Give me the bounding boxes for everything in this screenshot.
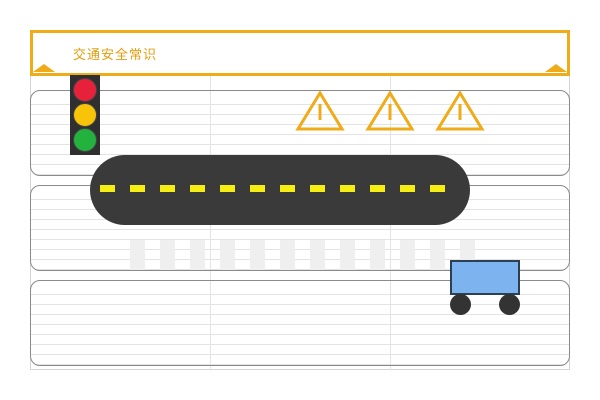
lane-dash [310, 185, 325, 192]
crosswalk-stripe [250, 240, 265, 270]
green-lamp [73, 128, 97, 152]
lane-dash [160, 185, 175, 192]
title-banner: 交通安全常识 [30, 30, 570, 76]
lane-dash [220, 185, 235, 192]
lane-dash [340, 185, 355, 192]
lane-dash [280, 185, 295, 192]
banner-corner-left [33, 64, 55, 72]
traffic-light-icon [70, 75, 100, 155]
banner-corner-right [545, 64, 567, 72]
crosswalk-stripe [130, 240, 145, 270]
lane-dash [130, 185, 145, 192]
crosswalk-stripe [160, 240, 175, 270]
lane-dash [190, 185, 205, 192]
crosswalk [130, 240, 480, 270]
crosswalk-stripe [430, 240, 445, 270]
page-title: 交通安全常识 [73, 48, 158, 63]
crosswalk-stripe [190, 240, 205, 270]
warning-triangle-icon [365, 90, 415, 132]
warning-triangle-icon [295, 90, 345, 132]
cart-icon [450, 260, 520, 295]
lane-dash [370, 185, 385, 192]
warning-triangle-icon [435, 90, 485, 132]
red-lamp [73, 78, 97, 102]
lane-dash [250, 185, 265, 192]
cart-wheel [499, 294, 520, 315]
crosswalk-stripe [220, 240, 235, 270]
crosswalk-stripe [280, 240, 295, 270]
cart-wheel [450, 294, 471, 315]
crosswalk-stripe [340, 240, 355, 270]
crosswalk-stripe [310, 240, 325, 270]
road [90, 155, 470, 225]
crosswalk-stripe [400, 240, 415, 270]
crosswalk-stripe [370, 240, 385, 270]
yellow-lamp [73, 103, 97, 127]
lane-dash [430, 185, 445, 192]
lane-dash [100, 185, 115, 192]
lane-dash [400, 185, 415, 192]
